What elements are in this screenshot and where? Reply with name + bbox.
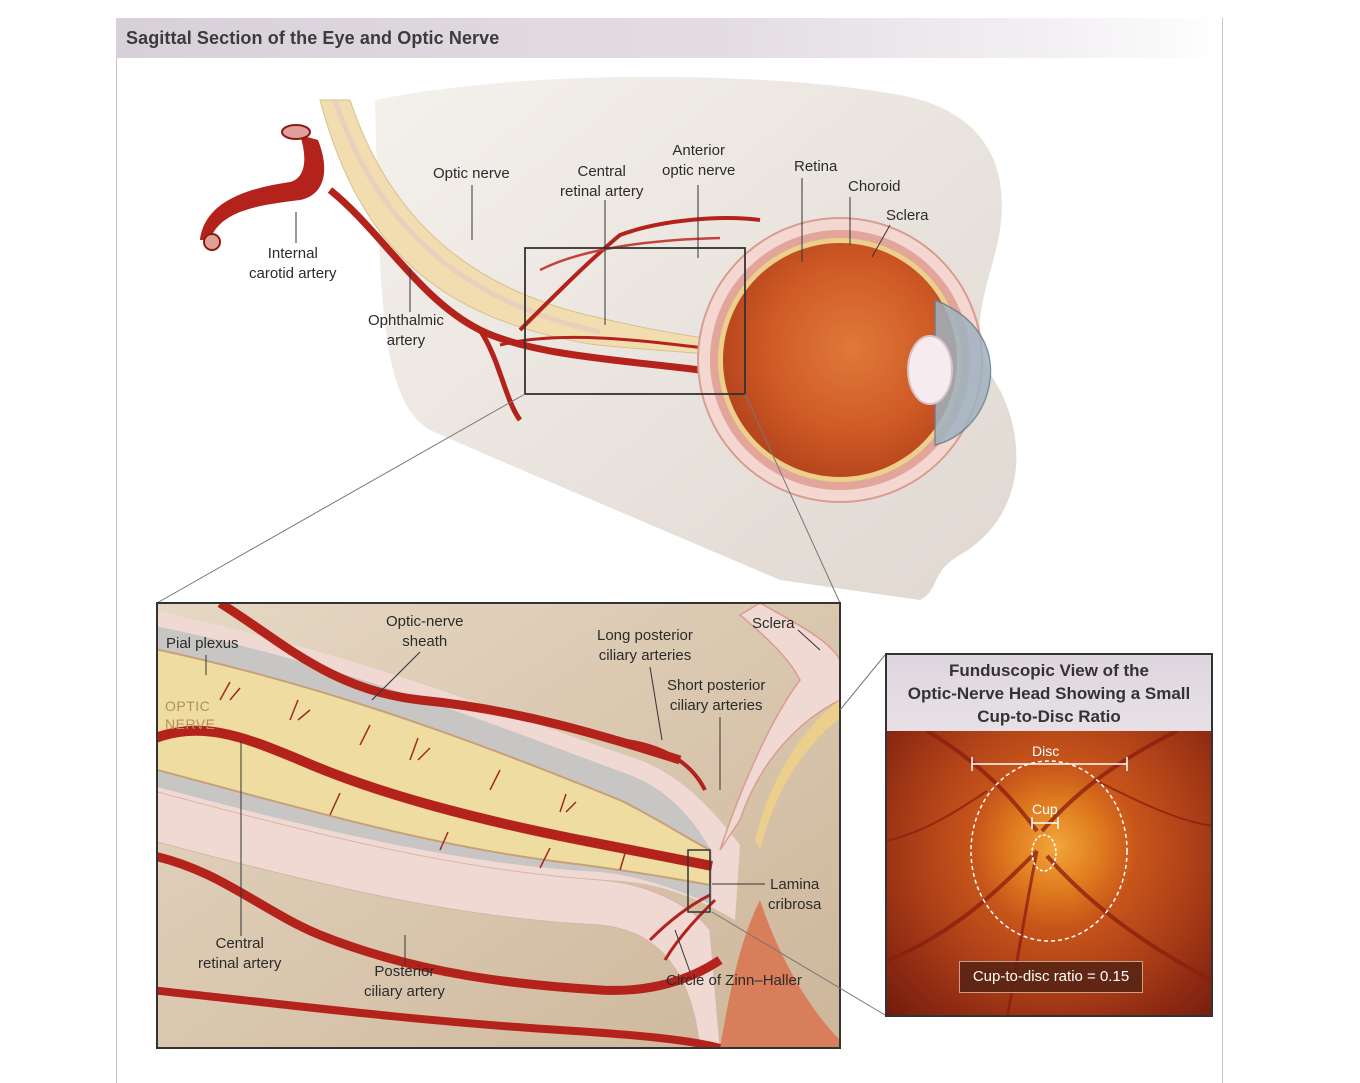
label-line: carotid artery (249, 264, 337, 284)
label-line: ciliary arteries (667, 696, 765, 716)
label-sclera-upper: Sclera (886, 206, 929, 226)
label-anterior-optic-nerve: Anterior optic nerve (662, 141, 735, 181)
label-short-posterior-ciliary-arteries: Short posterior ciliary arteries (667, 676, 765, 716)
carotid-cut-end (204, 234, 220, 250)
label-line: Long posterior (597, 626, 693, 646)
internal-carotid-artery-shape (200, 135, 324, 240)
label-internal-carotid-artery: Internal carotid artery (249, 244, 337, 284)
label-line: Central (198, 934, 281, 954)
label-line: Posterior (364, 962, 445, 982)
fundus-disc-label: Disc (1032, 743, 1059, 759)
label-line: Short posterior (667, 676, 765, 696)
disc-outline (971, 761, 1127, 941)
fundus-title: Funduscopic View of the Optic-Nerve Head… (887, 655, 1211, 731)
label-optic-nerve-sheath: Optic-nerve sheath (386, 612, 464, 652)
label-line: Anterior (662, 141, 735, 161)
label-retina: Retina (794, 157, 837, 177)
label-circle-of-zinn-haller: Circle of Zinn–Haller (666, 971, 802, 991)
label-choroid: Choroid (848, 177, 901, 197)
fundus-callout-line-top (840, 655, 885, 710)
label-line: Internal (249, 244, 337, 264)
label-line: Central (560, 162, 643, 182)
label-ophthalmic-artery: Ophthalmic artery (368, 311, 444, 351)
label-line: retinal artery (560, 182, 643, 202)
label-line: Lamina (768, 875, 821, 895)
fundus-title-line: Funduscopic View of the (887, 659, 1211, 682)
label-long-posterior-ciliary-arteries: Long posterior ciliary arteries (597, 626, 693, 666)
fundus-panel: Funduscopic View of the Optic-Nerve Head… (885, 653, 1213, 1017)
label-posterior-ciliary-artery: Posterior ciliary artery (364, 962, 445, 1002)
label-central-retinal-artery-inset: Central retinal artery (198, 934, 281, 974)
label-line: artery (368, 331, 444, 351)
label-line: ciliary arteries (597, 646, 693, 666)
label-lamina-cribrosa: Lamina cribrosa (768, 875, 821, 915)
label-line: cribrosa (768, 895, 821, 915)
label-line: OPTIC (165, 697, 215, 715)
label-central-retinal-artery-upper: Central retinal artery (560, 162, 643, 202)
fundus-image: Disc Cup Cup-to-disc ratio = 0.15 (887, 731, 1211, 1017)
label-optic-nerve-inset: OPTIC NERVE (165, 697, 215, 733)
label-line: Ophthalmic (368, 311, 444, 331)
label-line: Optic-nerve (386, 612, 464, 632)
disc-measure-bar (972, 757, 1127, 771)
fundus-cup-label: Cup (1032, 801, 1058, 817)
label-pial-plexus: Pial plexus (166, 634, 239, 654)
label-line: retinal artery (198, 954, 281, 974)
label-line: sheath (386, 632, 464, 652)
label-line: optic nerve (662, 161, 735, 181)
fundus-title-line: Optic-Nerve Head Showing a Small (887, 682, 1211, 705)
label-line: ciliary artery (364, 982, 445, 1002)
label-sclera-inset: Sclera (752, 614, 795, 634)
inset-callout-line-left (157, 394, 525, 603)
fundus-title-line: Cup-to-Disc Ratio (887, 705, 1211, 728)
cup-to-disc-ratio: Cup-to-disc ratio = 0.15 (959, 961, 1143, 993)
label-optic-nerve: Optic nerve (433, 164, 510, 184)
lens (908, 336, 952, 404)
carotid-opening (282, 125, 310, 139)
label-line: NERVE (165, 715, 215, 733)
